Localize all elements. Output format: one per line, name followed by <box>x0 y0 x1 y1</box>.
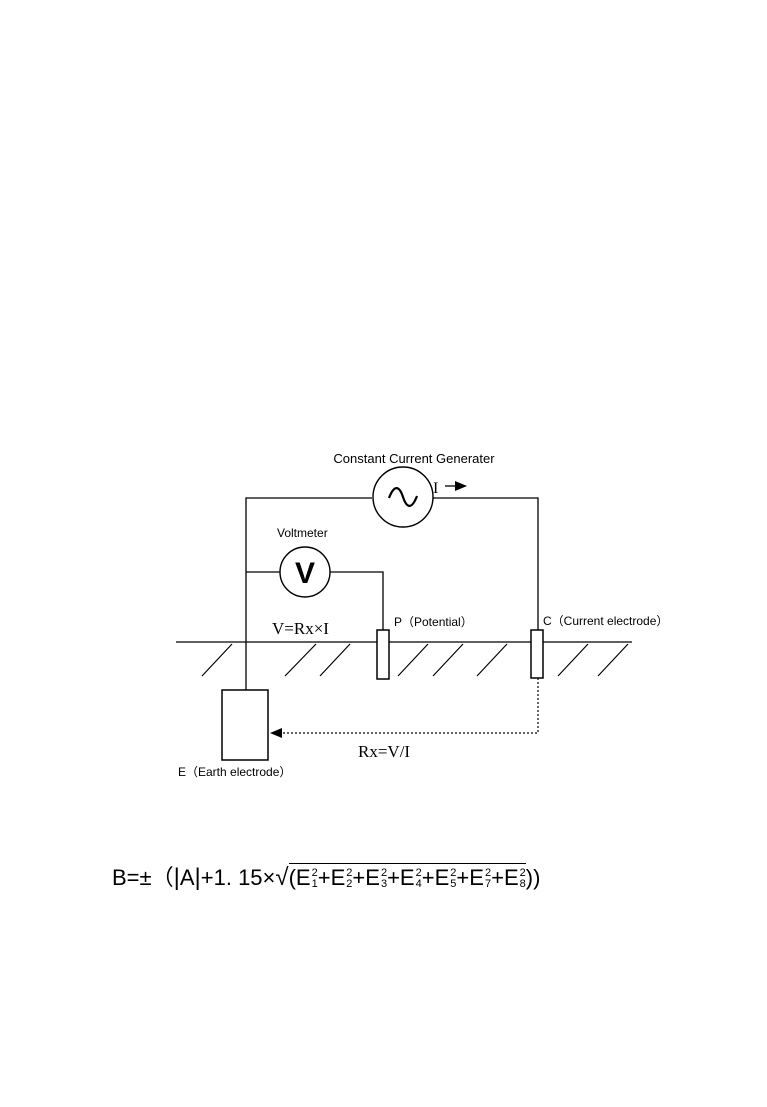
formula-term-sub: 5 <box>450 879 456 890</box>
generator-label: Constant Current Generater <box>333 451 495 466</box>
formula-term-base: E <box>400 865 415 890</box>
formula-plus: + <box>456 865 469 890</box>
current-electrode <box>531 630 543 678</box>
formula-term-base: E <box>331 865 346 890</box>
voltmeter-label: Voltmeter <box>277 526 328 540</box>
formula-term-sub: 2 <box>346 879 352 890</box>
sqrt-icon: √ <box>275 864 288 891</box>
current-electrode-label: C（Current electrode） <box>543 614 668 628</box>
formula-lhs: B=±（ <box>112 865 174 890</box>
voltmeter-right-wire <box>330 572 383 630</box>
potential-electrode-label: P（Potential） <box>394 615 473 629</box>
resistance-equation: Rx=V/I <box>358 742 410 761</box>
ac-generator-icon <box>373 467 433 527</box>
formula-close-parens: )) <box>526 865 541 890</box>
formula-plus: + <box>387 865 400 890</box>
voltage-equation: V=Rx×I <box>272 619 329 638</box>
earth-electrode-label: E（Earth electrode） <box>178 765 291 779</box>
formula-term-sub: 1 <box>312 879 318 890</box>
current-label: I <box>433 480 438 497</box>
voltmeter-symbol: V <box>295 557 315 590</box>
formula-plus: + <box>352 865 365 890</box>
earth-electrode <box>222 690 268 760</box>
generator-right-wire <box>433 498 538 630</box>
measurement-arrow-icon <box>270 728 282 738</box>
formula-plus: + <box>491 865 504 890</box>
current-arrow-icon <box>445 481 467 491</box>
formula-term-base: E <box>296 865 311 890</box>
measurement-path <box>282 678 538 733</box>
formula-term-base: E <box>365 865 380 890</box>
ground-hatching <box>202 644 628 676</box>
formula-term-sub: 4 <box>416 879 422 890</box>
formula-term-sub: 8 <box>520 879 526 890</box>
formula-term-sub: 3 <box>381 879 387 890</box>
formula-plus: + <box>422 865 435 890</box>
formula-term-base: E <box>435 865 450 890</box>
formula-term-base: E <box>469 865 484 890</box>
formula-abs-term: A <box>180 865 195 890</box>
formula-plus: + <box>318 865 331 890</box>
potential-electrode <box>377 630 389 679</box>
formula-open-paren: ( <box>289 865 296 890</box>
formula-term-sub: 7 <box>485 879 491 890</box>
formula-coefficient: +1. 15× <box>201 865 276 890</box>
formula-term-base: E <box>504 865 519 890</box>
